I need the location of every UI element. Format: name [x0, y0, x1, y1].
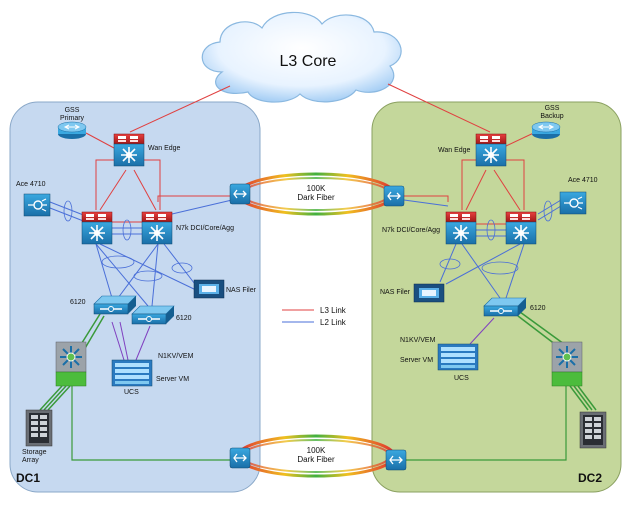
fiber-top-line1: 100K	[307, 184, 326, 193]
dc1-wan-edge-icon	[113, 133, 145, 167]
dc1-fi-a-icon	[93, 295, 137, 315]
dc1-dci-switch-top	[229, 183, 251, 205]
dc1-ucs-label: UCS	[124, 389, 139, 396]
dc1-ace-label: Ace 4710	[16, 181, 46, 188]
dc1-fi-b-icon	[131, 305, 175, 325]
dc2-server-vm-label: Server VM	[400, 357, 433, 364]
cloud-label: L3 Core	[280, 53, 337, 70]
dc1-label: DC1	[16, 471, 40, 485]
l3-core-cloud	[201, 11, 402, 103]
dc2-gss-line2: Backup	[540, 113, 563, 120]
dc2-n7k-a-icon	[445, 211, 477, 245]
dc1-ace-icon	[23, 193, 51, 217]
dc2-wan-edge-label: Wan Edge	[438, 147, 471, 154]
dc2-n7k-label: N7k DCI/Core/Agg	[382, 227, 440, 234]
dc2-dci-switch-top	[383, 185, 405, 207]
dc1-storage-line2: Array	[22, 457, 39, 464]
dc1-n7k-b-icon	[141, 211, 173, 245]
dc1-fi-a-label: 6120	[70, 299, 86, 306]
dc1-nas-icon	[193, 279, 225, 299]
dc1-nas-label: NAS Filer	[226, 287, 257, 294]
dc2-label: DC2	[578, 471, 602, 485]
dc2-gss-line1: GSS	[545, 105, 560, 112]
dc2-ucs-label: UCS	[454, 375, 469, 382]
dc1-storage-line1: Storage	[22, 449, 47, 456]
dc1-ucs-icon	[111, 359, 153, 387]
dc1-links	[39, 132, 233, 461]
port-channel-marks	[63, 200, 553, 282]
legend-l2-label: L2 Link	[320, 318, 347, 327]
dc1-n7k-label: N7k DCI/Core/Agg	[176, 225, 234, 232]
legend: L3 Link L2 Link	[282, 306, 347, 327]
dc2-n7k-b-icon	[505, 211, 537, 245]
dc1-n1kv-label: N1KV/VEM	[158, 353, 194, 360]
fiber-top-line2: Dark Fiber	[297, 193, 335, 202]
dc1-gss-router-icon	[57, 121, 87, 140]
dc2-ace-icon	[559, 191, 587, 215]
dc1-wan-edge-label: Wan Edge	[148, 145, 181, 152]
dc1-storage-array-icon	[25, 409, 53, 447]
dc2-fi-icon	[483, 297, 527, 317]
dc2-ace-label: Ace 4710	[568, 177, 598, 184]
dc1-n7k-a-icon	[81, 211, 113, 245]
dc2-gss-router-icon	[531, 121, 561, 140]
legend-l3-label: L3 Link	[320, 306, 347, 315]
dc2-nas-label: NAS Filer	[380, 289, 411, 296]
dc2-n1kv-label: N1KV/VEM	[400, 337, 436, 344]
fiber-bottom-line2: Dark Fiber	[297, 455, 335, 464]
dc1-gss-line1: GSS	[65, 107, 80, 114]
dc2-dci-switch-bottom	[385, 449, 407, 471]
dc2-nas-icon	[413, 283, 445, 303]
dc2-storage-array-icon	[579, 411, 607, 449]
dc1-fi-b-label: 6120	[176, 315, 192, 322]
dc2-ucs-icon	[437, 343, 479, 371]
dc2-links	[403, 129, 597, 461]
dc2-fi-label: 6120	[530, 305, 546, 312]
dc2-mds-switch-icon	[551, 341, 583, 387]
dc2-wan-edge-icon	[475, 133, 507, 167]
dc1-dci-switch-bottom	[229, 447, 251, 469]
dc2-panel	[371, 101, 622, 493]
dc1-server-vm-label: Server VM	[156, 376, 189, 383]
fiber-bottom-line1: 100K	[307, 446, 326, 455]
dc1-gss-line2: Primary	[60, 115, 85, 122]
dc1-mds-switch-icon	[55, 341, 87, 387]
